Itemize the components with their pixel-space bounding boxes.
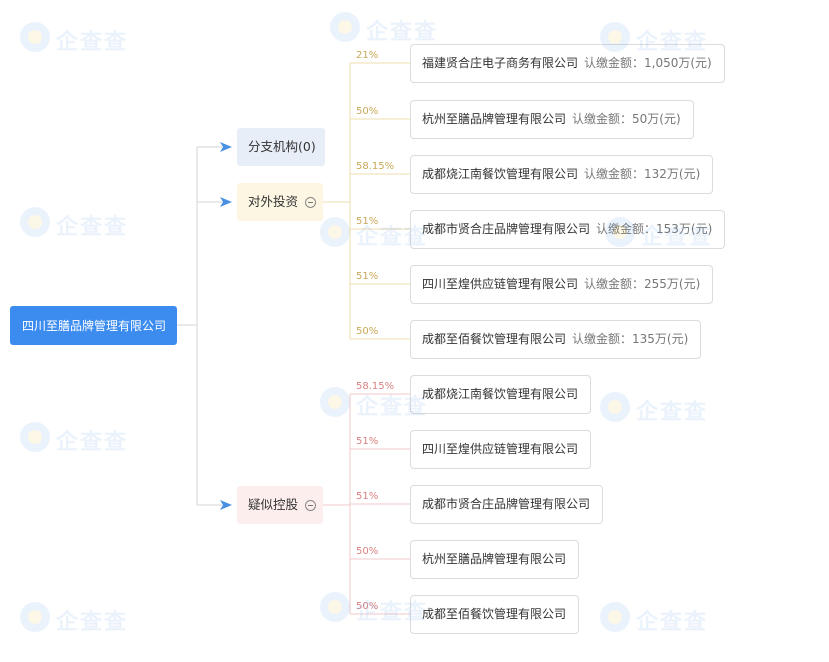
subscribed-amount: 认缴金额：255万(元) <box>584 277 701 291</box>
invest-percent-label: 21% <box>356 50 379 61</box>
invest-percent-label: 50% <box>356 106 379 117</box>
company-name: 成都至佰餐饮管理有限公司 <box>422 332 567 346</box>
company-name: 四川至煌供应链管理有限公司 <box>422 442 579 456</box>
arrow-icon <box>220 197 232 207</box>
controlled-company-node[interactable]: 杭州至膳品牌管理有限公司 <box>410 539 580 579</box>
company-name: 成都市贤合庄品牌管理有限公司 <box>422 222 591 236</box>
controlled-company-node[interactable]: 成都至佰餐饮管理有限公司 <box>410 594 580 634</box>
category-branch-label: 分支机构(0) <box>248 138 316 154</box>
control-percent-label: 51% <box>356 436 379 447</box>
control-percent-label: 50% <box>356 601 379 612</box>
invested-company-node[interactable]: 成都烧江南餐饮管理有限公司认缴金额：132万(元) <box>410 154 714 194</box>
subscribed-amount: 认缴金额：1,050万(元) <box>584 56 712 70</box>
control-percent-label: 50% <box>356 546 379 557</box>
company-name: 杭州至膳品牌管理有限公司 <box>422 552 567 566</box>
company-name: 成都烧江南餐饮管理有限公司 <box>422 167 579 181</box>
invest-percent-label: 58.15% <box>356 161 395 172</box>
control-percent-label: 51% <box>356 491 379 502</box>
company-name: 成都市贤合庄品牌管理有限公司 <box>422 497 591 511</box>
category-branch-node[interactable]: 分支机构(0) <box>237 128 325 166</box>
invest-percent-label: 50% <box>356 326 379 337</box>
company-name: 成都烧江南餐饮管理有限公司 <box>422 387 579 401</box>
company-name: 四川至煌供应链管理有限公司 <box>422 277 579 291</box>
subscribed-amount: 认缴金额：135万(元) <box>572 332 689 346</box>
subscribed-amount: 认缴金额：153万(元) <box>596 222 713 236</box>
category-invest-node[interactable]: 对外投资 <box>237 183 323 221</box>
root-company-label: 四川至膳品牌管理有限公司 <box>22 318 167 333</box>
category-control-node[interactable]: 疑似控股 <box>237 486 323 524</box>
invested-company-node[interactable]: 成都市贤合庄品牌管理有限公司认缴金额：153万(元) <box>410 209 726 249</box>
invest-percent-label: 51% <box>356 216 379 227</box>
control-percent-label: 58.15% <box>356 381 395 392</box>
arrow-icon <box>220 500 232 510</box>
subscribed-amount: 认缴金额：132万(元) <box>584 167 701 181</box>
company-name: 成都至佰餐饮管理有限公司 <box>422 607 567 621</box>
controlled-company-node[interactable]: 四川至煌供应链管理有限公司 <box>410 429 592 469</box>
category-invest-label: 对外投资 <box>248 193 299 209</box>
collapse-toggle-icon[interactable] <box>305 499 317 511</box>
invested-company-node[interactable]: 成都至佰餐饮管理有限公司认缴金额：135万(元) <box>410 319 702 359</box>
invested-company-node[interactable]: 杭州至膳品牌管理有限公司认缴金额：50万(元) <box>410 99 694 139</box>
company-name: 杭州至膳品牌管理有限公司 <box>422 112 567 126</box>
subscribed-amount: 认缴金额：50万(元) <box>572 112 681 126</box>
invest-percent-label: 51% <box>356 271 379 282</box>
category-control-label: 疑似控股 <box>248 496 299 512</box>
company-name: 福建贤合庄电子商务有限公司 <box>422 56 579 70</box>
controlled-company-node[interactable]: 成都市贤合庄品牌管理有限公司 <box>410 484 604 524</box>
arrow-icon <box>220 142 232 152</box>
invested-company-node[interactable]: 福建贤合庄电子商务有限公司认缴金额：1,050万(元) <box>410 43 725 83</box>
invested-company-node[interactable]: 四川至煌供应链管理有限公司认缴金额：255万(元) <box>410 264 714 304</box>
collapse-toggle-icon[interactable] <box>305 196 317 208</box>
root-company-node[interactable]: 四川至膳品牌管理有限公司 <box>10 306 177 345</box>
controlled-company-node[interactable]: 成都烧江南餐饮管理有限公司 <box>410 374 592 414</box>
